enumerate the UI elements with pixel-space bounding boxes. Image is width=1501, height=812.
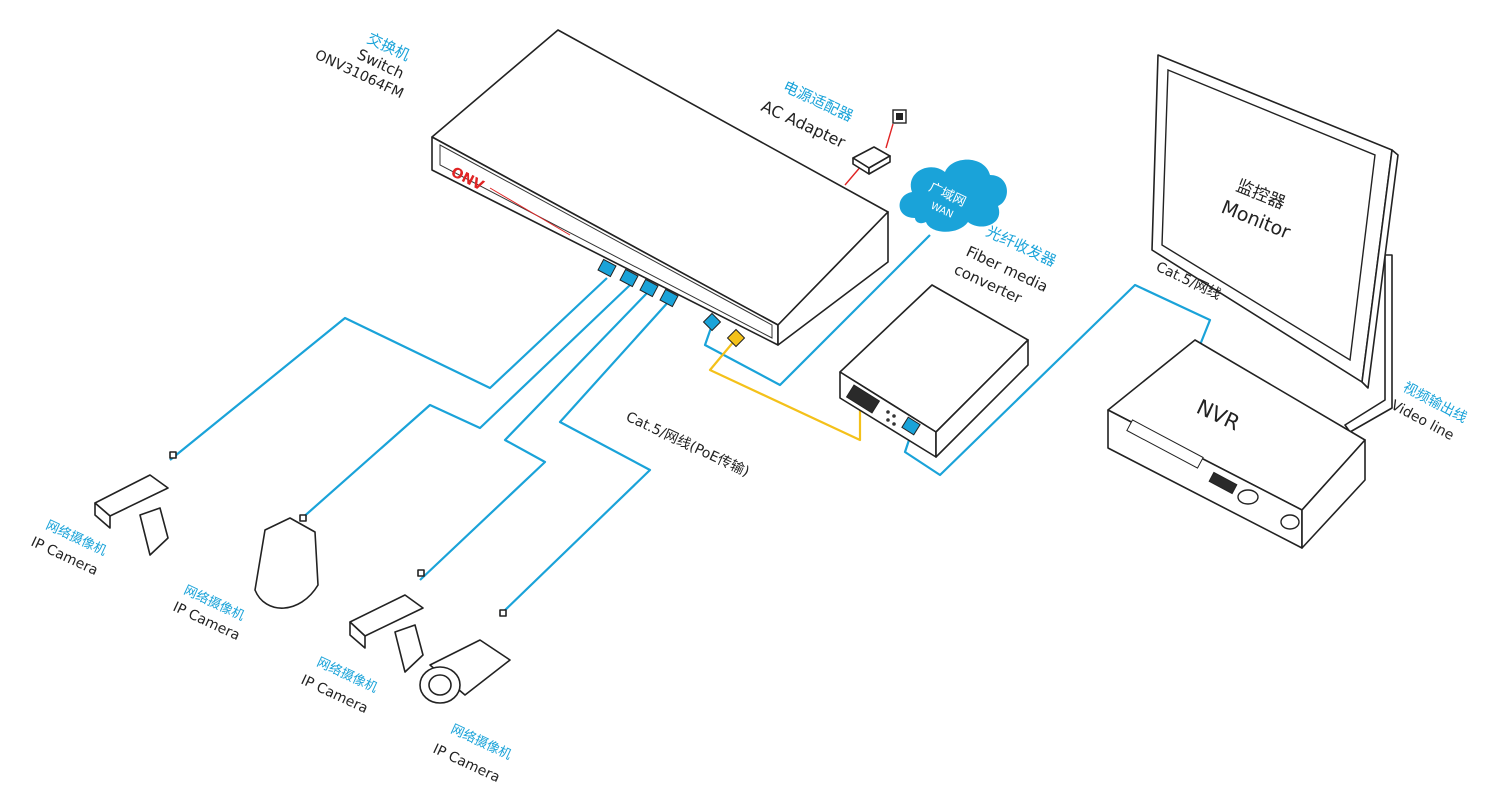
converter-led-3 (892, 414, 896, 418)
adapter-box-side (868, 155, 891, 175)
camera-3-icon (349, 569, 425, 673)
cloud-shape (899, 159, 1008, 232)
switch-device: ONV (431, 29, 889, 348)
switch-port-4 (659, 288, 679, 308)
nvr-drive-bay (1126, 419, 1204, 469)
monitor-screen (1161, 68, 1376, 362)
nvr-device (1107, 339, 1366, 549)
poe-cables (169, 277, 671, 616)
switch-faceplate (439, 144, 773, 339)
converter-led-1 (886, 410, 890, 414)
nvr-side (1301, 439, 1366, 549)
switch-red-stripe (489, 187, 571, 236)
camera-2-icon (254, 514, 319, 609)
converter-led-4 (892, 422, 896, 426)
cable-fiber-switch (708, 339, 862, 442)
converter-side (935, 339, 1029, 458)
converter-rj45-port (901, 416, 921, 436)
switch-side (777, 211, 889, 346)
switch-uplink-port (702, 312, 722, 332)
cable-poe-label: Cat.5/网线(PoE传输) (623, 409, 751, 480)
monitor-device (1151, 54, 1399, 389)
converter-sfp-slot (845, 384, 881, 414)
cable-switch-wan (703, 234, 931, 387)
camera-4-icon (419, 609, 511, 704)
switch-port-1 (597, 258, 617, 278)
camera-1-icon (94, 451, 177, 556)
nvr-knob-1 (1237, 489, 1259, 505)
converter-led-2 (886, 418, 890, 422)
cable-converter-nvr (903, 283, 1212, 477)
fiber-converter (839, 284, 1029, 458)
cable-camera-1 (169, 277, 608, 461)
cable-camera-2 (299, 284, 631, 521)
nvr-knob-2 (1280, 514, 1300, 530)
ac-adapter (844, 109, 907, 186)
cable-camera-4 (499, 299, 671, 616)
switch-sfp-port (726, 328, 746, 348)
wan-cloud (899, 159, 1008, 232)
wall-socket-inner (896, 113, 903, 120)
monitor-edge (1361, 149, 1399, 389)
switch-port-2 (619, 268, 639, 288)
switch-port-3 (639, 278, 659, 298)
cable-camera-3 (419, 291, 649, 581)
nvr-button-block (1208, 471, 1238, 495)
